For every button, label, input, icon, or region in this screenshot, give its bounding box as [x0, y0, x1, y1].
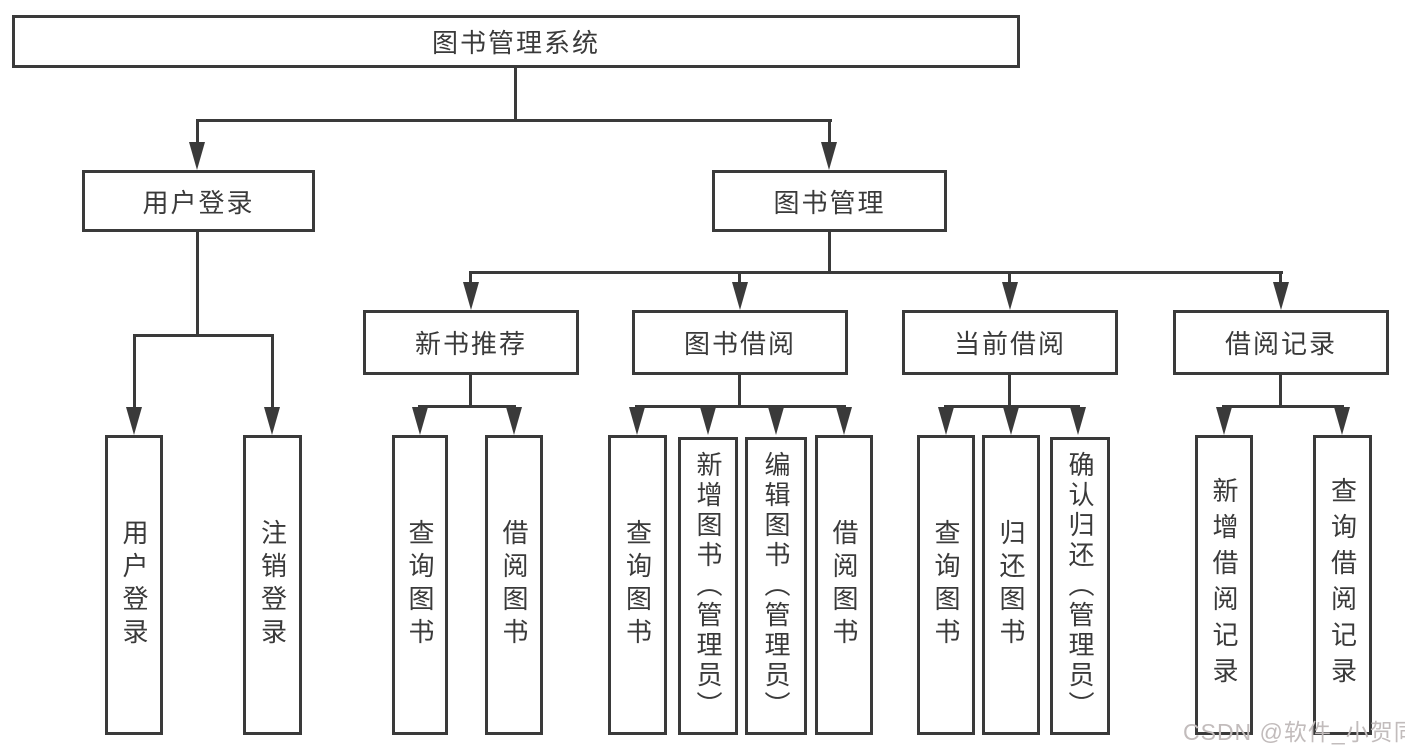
connector-arm-book-borrow	[738, 271, 741, 284]
connector-book-borrow-stem	[738, 375, 741, 408]
arrowhead-query-borrow-record	[1334, 407, 1350, 435]
connector-user-login-stem	[196, 232, 199, 337]
node-label: 借阅记录	[1224, 329, 1337, 359]
leaf-borrow-books: 借阅图书	[815, 435, 873, 735]
arrowhead-add-books-admin	[700, 407, 716, 435]
node-label: 图书管理	[773, 187, 886, 218]
arrowhead-add-borrow-record	[1216, 407, 1232, 435]
arrowhead-book-management	[821, 142, 837, 170]
connector-arm-book-management	[828, 119, 831, 145]
leaf-confirm-return-admin: 确认归还（管理员）	[1050, 437, 1110, 735]
leaf-label: 查询图书	[622, 519, 653, 651]
connector-arm-user-login	[196, 119, 199, 145]
arrowhead-borrow-books	[506, 407, 522, 435]
leaf-label: 新增图书（管理员）	[693, 451, 723, 721]
leaf-query-borrow-record: 查询借阅记录	[1313, 435, 1372, 735]
arrowhead-query-books	[938, 407, 954, 435]
connector-root-stem	[514, 68, 517, 122]
connector-new-book-stem	[469, 375, 472, 408]
node-current-borrowing: 当前借阅	[902, 310, 1118, 375]
leaf-label: 查询图书	[931, 519, 961, 651]
arrowhead-borrow-books	[836, 407, 852, 435]
node-label: 图书借阅	[683, 329, 796, 359]
connector-user-login-split	[133, 334, 274, 337]
leaf-user-login: 用户登录	[105, 435, 163, 735]
leaf-label: 借阅图书	[499, 519, 529, 651]
connector-root-split	[196, 119, 832, 122]
leaf-label: 编辑图书（管理员）	[761, 451, 791, 721]
node-book-borrowing: 图书借阅	[632, 310, 848, 375]
leaf-query-books: 查询图书	[392, 435, 448, 735]
arrowhead-edit-books-admin	[768, 407, 784, 435]
connector-borrow-records-stem	[1279, 375, 1282, 408]
leaf-logout: 注销登录	[243, 435, 302, 735]
leaf-return-books: 归还图书	[982, 435, 1040, 735]
arrowhead-new-book	[463, 282, 479, 310]
node-user-login: 用户登录	[82, 170, 315, 232]
connector-new-book-split	[418, 405, 516, 408]
leaf-add-borrow-record: 新增借阅记录	[1195, 435, 1253, 735]
connector-arm-logout-leaf	[271, 334, 274, 409]
leaf-borrow-books: 借阅图书	[485, 435, 543, 735]
leaf-query-books: 查询图书	[608, 435, 667, 735]
arrowhead-current-borrow	[1002, 282, 1018, 310]
arrowhead-query-books	[412, 407, 428, 435]
connector-book-mgmt-stem	[828, 232, 831, 274]
node-label: 当前借阅	[953, 329, 1066, 359]
arrowhead-query-books	[629, 407, 645, 435]
arrowhead-borrow-records	[1273, 282, 1289, 310]
node-label: 图书管理系统	[431, 28, 600, 58]
connector-current-borrow-stem	[1008, 375, 1011, 408]
leaf-label: 注销登录	[257, 519, 288, 651]
node-book-management: 图书管理	[712, 170, 947, 232]
arrowhead-logout-leaf	[264, 407, 280, 435]
leaf-label: 查询图书	[405, 519, 435, 651]
arrowhead-book-borrow	[732, 282, 748, 310]
leaf-label: 用户登录	[119, 519, 149, 651]
connector-borrow-records-split	[1222, 405, 1344, 408]
leaf-label: 确认归还（管理员）	[1065, 451, 1095, 721]
node-label: 新书推荐	[414, 329, 527, 359]
arrowhead-return-books	[1003, 407, 1019, 435]
leaf-add-books-admin: 新增图书（管理员）	[678, 437, 738, 735]
csdn-watermark: CSDN @软件_小贺同学	[1183, 719, 1405, 745]
connector-book-borrow-split	[635, 405, 846, 408]
node-library-management-system: 图书管理系统	[12, 15, 1020, 68]
connector-current-borrow-split	[944, 405, 1080, 408]
arrowhead-confirm-return-admin	[1070, 407, 1086, 435]
connector-arm-borrow-records	[1279, 271, 1282, 284]
connector-arm-new-book	[469, 271, 472, 284]
leaf-label: 借阅图书	[829, 519, 859, 651]
leaf-label: 查询借阅记录	[1327, 477, 1358, 693]
arrowhead-login-leaf	[126, 407, 142, 435]
leaf-edit-books-admin: 编辑图书（管理员）	[745, 437, 807, 735]
connector-arm-current-borrow	[1008, 271, 1011, 284]
leaf-query-books: 查询图书	[917, 435, 975, 735]
node-new-book-recommendation: 新书推荐	[363, 310, 579, 375]
connector-arm-login-leaf	[133, 334, 136, 409]
connector-book-mgmt-split	[469, 271, 1283, 274]
arrowhead-user-login	[189, 142, 205, 170]
leaf-label: 新增借阅记录	[1209, 477, 1239, 693]
leaf-label: 归还图书	[996, 519, 1026, 651]
node-borrowing-records: 借阅记录	[1173, 310, 1389, 375]
node-label: 用户登录	[142, 187, 255, 218]
